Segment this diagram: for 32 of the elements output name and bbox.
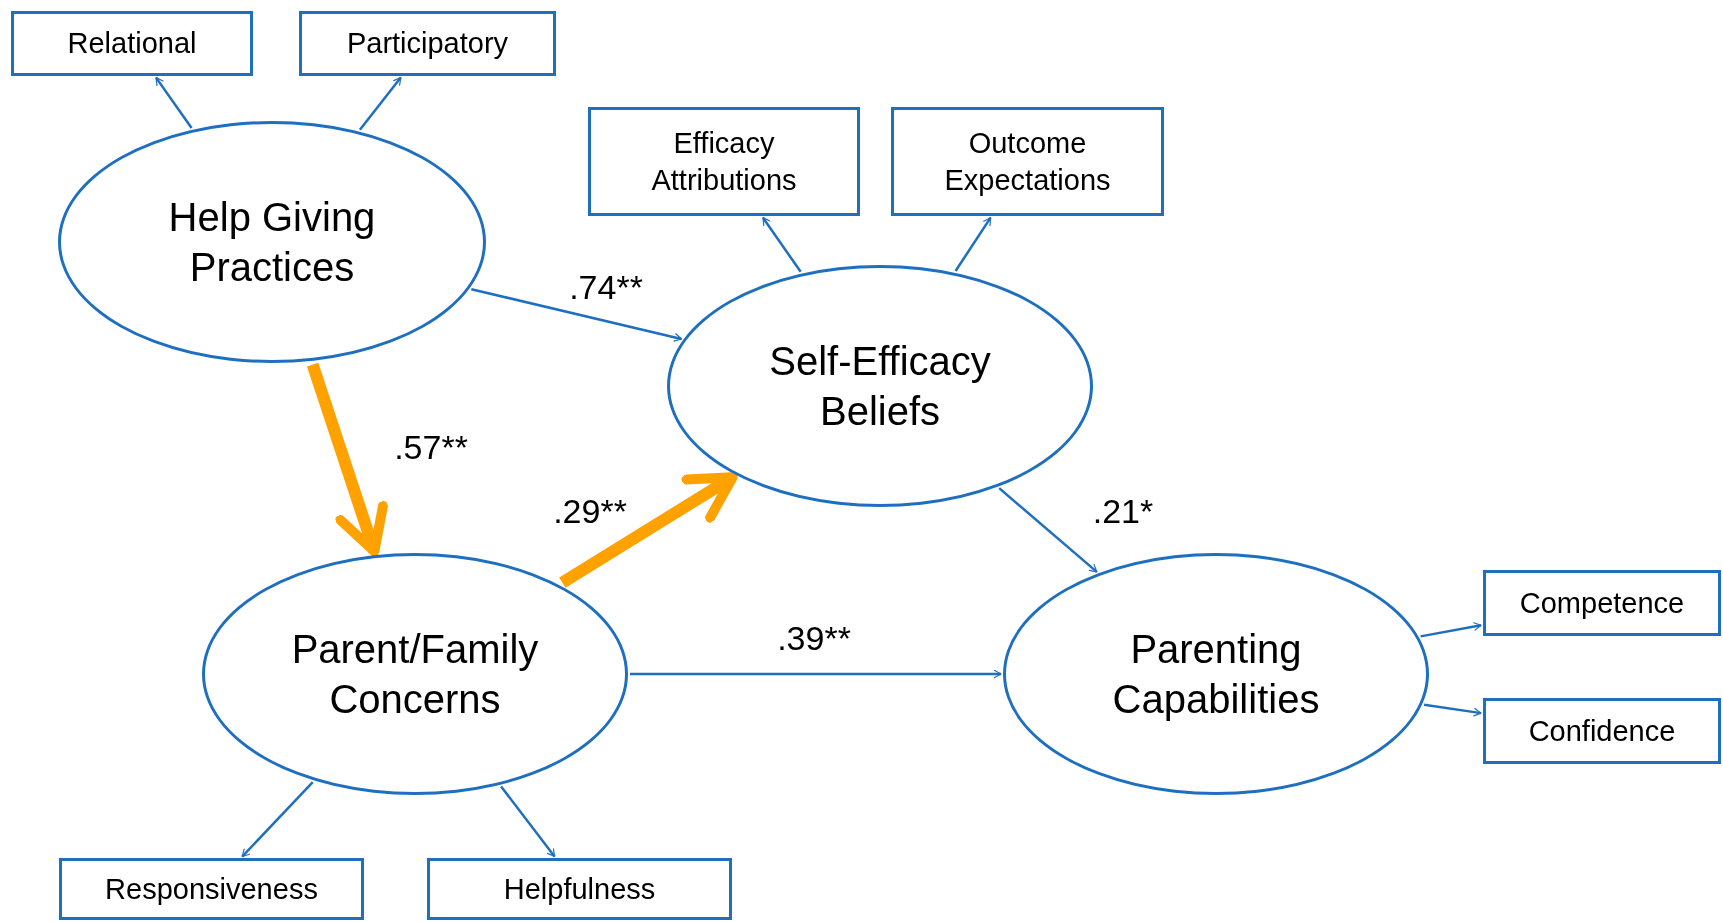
indicator-box — [299, 11, 556, 76]
construct-name: Help Giving Practices — [167, 194, 377, 291]
arrow — [500, 785, 556, 858]
indicator-name: Outcome Expectations — [943, 126, 1112, 198]
indicator-box — [427, 858, 732, 920]
arrow — [954, 217, 992, 272]
arrow — [630, 669, 1002, 679]
arrow — [1423, 703, 1482, 717]
arrow — [1420, 622, 1482, 638]
indicator-name: Helpfulness — [503, 871, 656, 907]
indicator-name: Participatory — [346, 26, 509, 62]
construct-name: Parent/Family Concerns — [290, 626, 540, 723]
indicator-box — [588, 107, 860, 216]
construct-name: Self-Efficacy Beliefs — [768, 338, 992, 435]
indicator-name: Competence — [1519, 585, 1685, 621]
arrow — [155, 76, 193, 129]
indicator-name: Relational — [67, 26, 197, 62]
arrow — [471, 288, 683, 342]
thick-arrow — [559, 472, 738, 588]
arrow — [762, 216, 802, 273]
indicator-box — [11, 11, 253, 76]
arrow — [241, 781, 314, 858]
indicator-box — [1483, 698, 1721, 764]
indicator-name: Responsiveness — [105, 871, 318, 907]
construct-name: Parenting Capabilities — [1111, 626, 1321, 723]
indicator-box — [891, 107, 1164, 216]
indicator-box — [1483, 570, 1721, 636]
indicator-box — [59, 858, 364, 920]
arrow — [358, 76, 402, 131]
arrow — [998, 487, 1098, 573]
indicator-name: Efficacy Attributions — [650, 126, 798, 198]
indicator-name: Confidence — [1528, 713, 1676, 749]
